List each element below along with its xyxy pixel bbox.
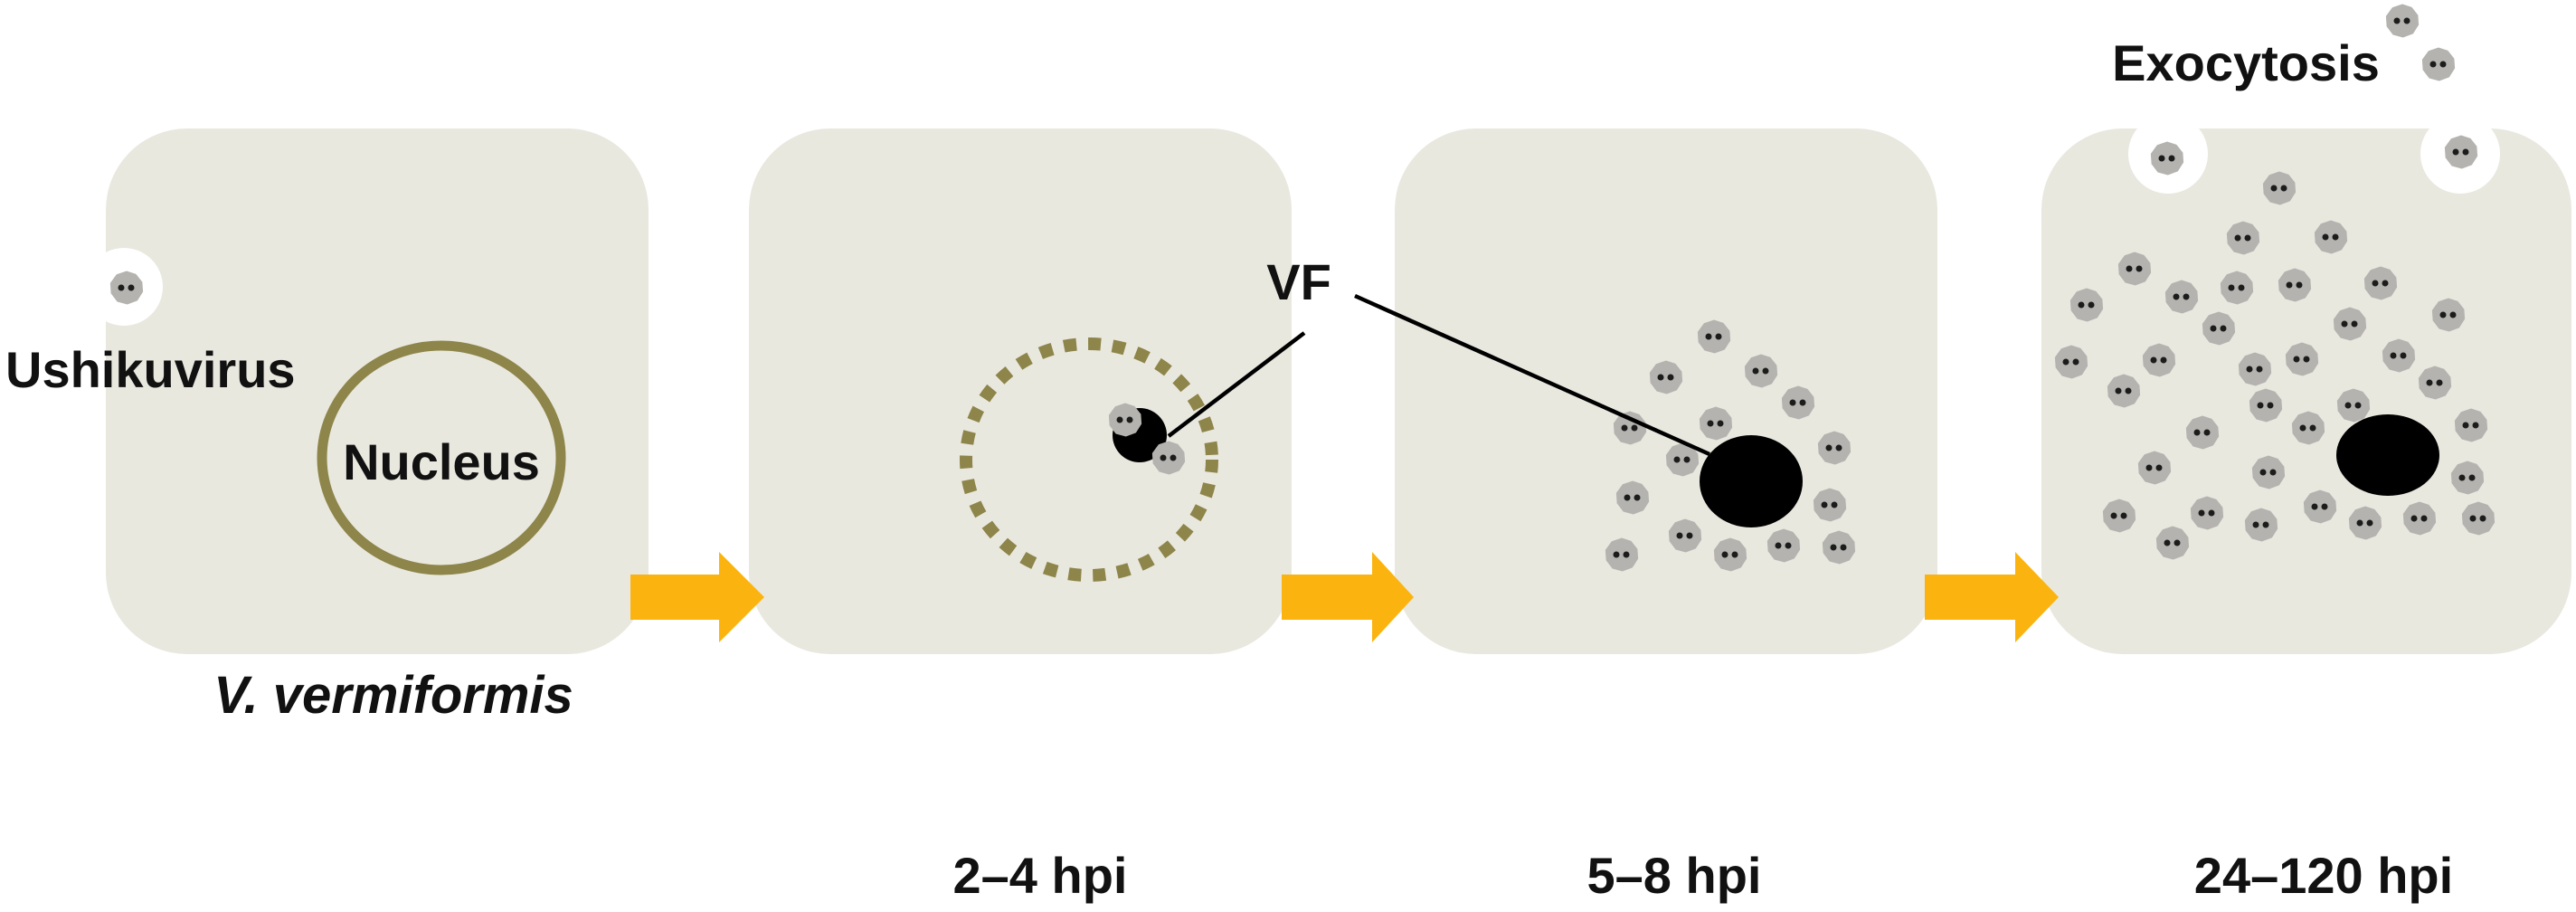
virus-particle-icon [2249,388,2283,423]
vf-leader-line-left [1167,331,1306,438]
virus-particle-icon [109,271,144,305]
arrow-stage1-to-2-icon [630,552,764,642]
virus-particle-icon [2107,374,2141,408]
virus-particle-icon [2336,388,2371,423]
virus-particle-icon [1668,518,1702,553]
virus-particle-icon [1822,530,1856,565]
viral-factory-mid [1700,435,1803,527]
viral-factory-late [2336,414,2439,496]
arrow-stage3-to-4-icon [1925,552,2059,642]
virus-particle-icon [2220,271,2254,305]
virus-particle-icon [2333,307,2367,341]
virus-particle-icon [2348,506,2382,540]
virus-particle-icon [2285,342,2319,376]
nucleus-ring [317,340,566,575]
virus-particle-icon [1713,537,1747,572]
virus-particle-icon [1605,537,1639,572]
virus-particle-icon [1649,360,1683,394]
nucleus-label: Nucleus [343,433,540,490]
virus-particle-icon [2117,252,2152,286]
arrow-stage2-to-3-icon [1282,552,1414,642]
virus-particle-icon [2363,266,2398,300]
virus-particle-icon [1108,403,1142,437]
virus-particle-icon [2421,47,2456,81]
virus-particle-icon [2142,343,2176,377]
virus-particle-icon [2150,141,2184,176]
virus-particle-icon [1817,431,1852,465]
virus-particle-icon [2164,280,2199,314]
virus-particle-icon [2185,415,2220,450]
virus-particle-icon [2303,489,2337,524]
exocytosis-label: Exocytosis [2112,34,2380,91]
virus-particle-icon [2202,311,2236,346]
viral-factory-label: VF [1266,253,1331,310]
virus-particle-icon [2262,171,2297,205]
vf-leader-line-right [1354,293,1710,457]
virus-particle-icon [2251,455,2286,489]
virus-particle-icon [2291,411,2325,445]
virus-particle-icon [2054,345,2088,379]
virus-particle-icon [2102,499,2136,533]
virus-particle-icon [2431,298,2466,332]
virus-particle-icon [1151,441,1186,475]
virus-particle-icon [2385,4,2420,38]
virus-particle-icon [2418,366,2452,400]
virus-particle-icon [2238,352,2272,386]
virus-particle-icon [2454,408,2488,442]
virus-particle-icon [2382,338,2416,373]
virus-particle-icon [2450,461,2485,495]
host-species-label: V. vermiformis [213,666,573,725]
cell-stage-2 [749,128,1292,654]
stage2-time-label: 2–4 hpi [952,847,1128,904]
virus-particle-icon [1697,319,1731,354]
virus-particle-icon [2137,451,2172,485]
virus-particle-icon [2278,268,2312,302]
virus-particle-icon [2444,135,2478,169]
virus-particle-icon [1766,528,1801,563]
virus-particle-icon [1699,406,1733,441]
virus-particle-icon [2226,221,2260,255]
virus-particle-icon [2402,501,2437,536]
dotted-nucleus-ring [960,337,1218,582]
virus-particle-icon [2314,220,2348,254]
virus-name-label: Ushikuvirus [5,341,296,398]
virus-particle-icon [1781,385,1815,420]
virus-particle-icon [1813,488,1847,522]
cell-stage-1 [106,128,649,654]
virus-particle-icon [2069,288,2104,322]
virus-particle-icon [1744,354,1778,388]
stage4-time-label: 24–120 hpi [2193,847,2454,904]
virus-particle-icon [1615,480,1650,515]
virus-particle-icon [2190,496,2224,530]
virus-particle-icon [2155,526,2190,560]
virus-particle-icon [2461,501,2496,536]
stage3-time-label: 5–8 hpi [1586,847,1762,904]
virus-particle-icon [2244,508,2278,542]
